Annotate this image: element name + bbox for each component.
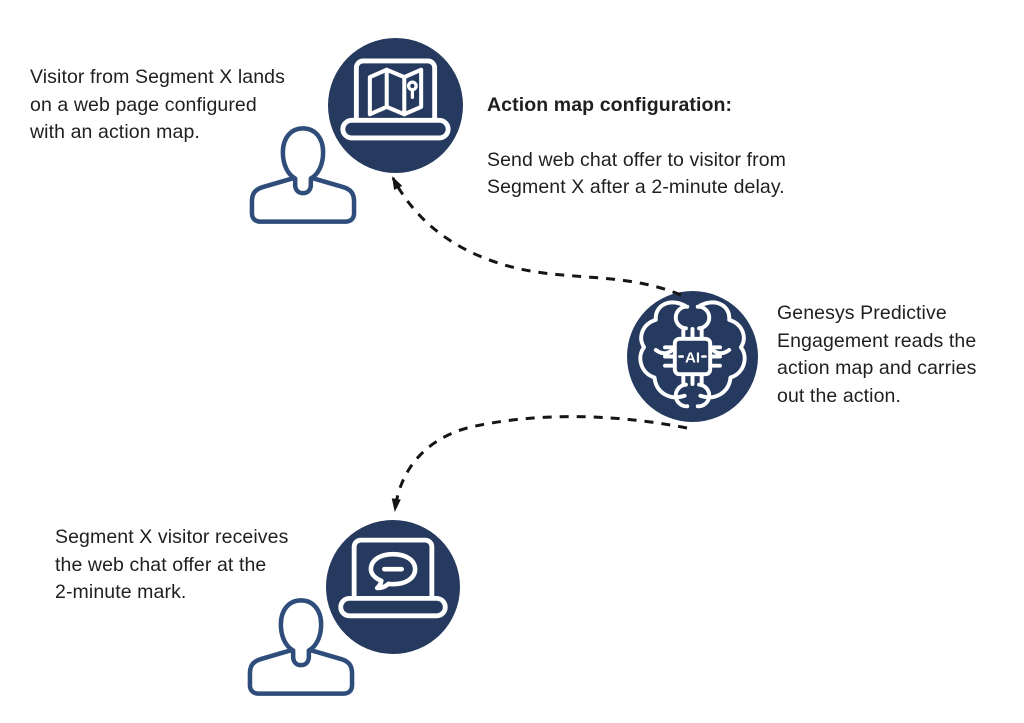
brain-left-lobe — [638, 300, 687, 400]
chip-pins — [663, 327, 722, 386]
map-fold-lines — [384, 67, 407, 117]
ai-chip-label: AI — [685, 349, 700, 366]
visitor-person-icon — [247, 598, 355, 696]
note-body: Send web chat offer to visitor from Segm… — [487, 148, 787, 199]
step3-caption: Segment X visitor receives the web chat … — [55, 526, 289, 603]
note-heading: Action map configuration: — [487, 93, 733, 116]
person-head — [278, 598, 324, 668]
person-body — [249, 175, 357, 224]
visitor-person-icon — [249, 126, 357, 224]
brain-curl-bottom-left — [673, 382, 690, 409]
step1-caption: Visitor from Segment X lands on a web pa… — [30, 66, 285, 143]
chat-bubble — [368, 551, 418, 591]
brain-curl-top-right — [695, 304, 712, 331]
step2-caption: Genesys Predictive Engagement reads the … — [777, 302, 977, 407]
ai-brain-icon: AI — [627, 291, 758, 422]
action-map-note: Action map configuration: Send web chat … — [487, 64, 786, 202]
brain-right-lobe — [698, 300, 747, 400]
person-head — [280, 126, 326, 196]
laptop-chat-icon — [326, 520, 460, 654]
map-glyph — [367, 67, 424, 117]
brain-curl-top-left — [673, 304, 690, 331]
person-body — [247, 647, 355, 696]
brain-curl-bottom-right — [695, 382, 712, 409]
chip-body — [672, 336, 713, 377]
laptop-map-icon — [328, 38, 463, 173]
flow-arrow-down — [391, 415, 688, 512]
laptop-base — [340, 117, 451, 141]
node-circle — [326, 520, 460, 654]
laptop-base — [338, 595, 448, 619]
node-circle — [328, 38, 463, 173]
